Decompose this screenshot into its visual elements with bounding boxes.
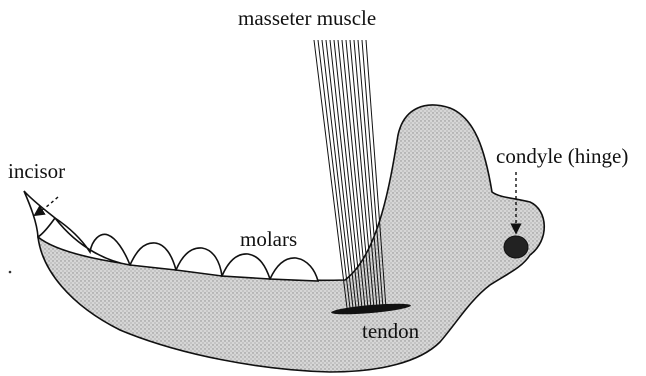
molar-5 bbox=[270, 258, 318, 281]
molar-4 bbox=[222, 254, 270, 279]
masseter-muscle-label: masseter muscle bbox=[238, 8, 376, 29]
condyle-dot bbox=[504, 236, 528, 258]
incisor-label: incisor bbox=[8, 161, 65, 182]
incisor-tooth bbox=[24, 191, 55, 237]
stray-dot bbox=[9, 271, 12, 274]
molar-2 bbox=[130, 243, 176, 270]
tendon-label: tendon bbox=[362, 321, 419, 342]
molars-label: molars bbox=[240, 229, 297, 250]
condyle-label: condyle (hinge) bbox=[496, 146, 628, 167]
